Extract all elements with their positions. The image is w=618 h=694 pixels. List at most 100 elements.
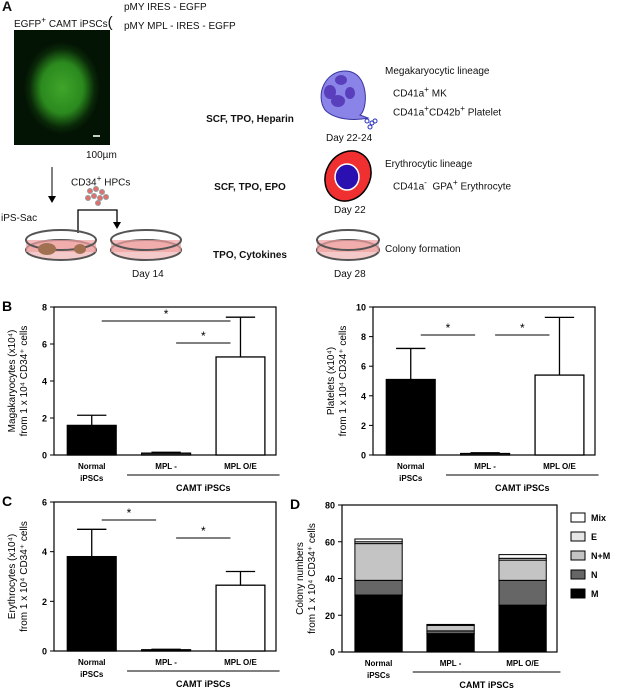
y-axis-label: Magakaryocytes (x10⁴): [7, 330, 18, 433]
x-tick-label: iPSCs: [80, 474, 104, 483]
legend-swatch: [570, 512, 586, 523]
arrowhead: [113, 222, 121, 229]
bar: [66, 424, 117, 456]
legend-label: E: [591, 532, 597, 542]
condition-label: SCF, TPO, EPO: [214, 182, 286, 193]
panel-label: C: [2, 493, 12, 509]
bar: [141, 649, 192, 652]
y-tick-label: 2: [361, 421, 366, 431]
x-tick-label: iPSCs: [399, 474, 423, 483]
condition-colony: TPO, Cytokines: [200, 246, 300, 265]
mk-line1: CD41a+ MK: [393, 84, 447, 99]
fluorescence-micrograph: [14, 30, 110, 145]
bar: [385, 378, 436, 456]
x-tick-label: iPSCs: [367, 671, 391, 680]
sup: +: [41, 14, 47, 25]
condition-label: SCF, TPO, Heparin: [206, 114, 294, 125]
x-tick-label: Normal: [365, 659, 393, 668]
y-tick-label: 4: [361, 391, 366, 401]
bar-segment-Mix: [498, 554, 547, 559]
vector-2: pMY MPL - IRES - EGFP: [124, 21, 236, 32]
x-tick-label: MPL O/E: [224, 658, 257, 667]
condition-mk: SCF, TPO, Heparin: [200, 110, 300, 129]
significance-star: *: [446, 321, 451, 335]
bar: [534, 374, 585, 456]
sup: +: [460, 103, 466, 113]
y-tick-label: 8: [42, 303, 47, 313]
t: CD41a: [393, 107, 425, 119]
y-axis-label: Erythrocytes (x10⁴): [7, 534, 18, 619]
bar: [66, 555, 117, 652]
y-tick-label: 6: [42, 498, 47, 508]
megakaryocyte-icon: [320, 70, 378, 130]
bar-segment-N+M: [498, 559, 547, 581]
bar: [215, 584, 266, 652]
y-tick-label: 0: [330, 648, 335, 658]
bar-segment-M: [498, 604, 547, 653]
significance-star: *: [201, 524, 206, 538]
hpcs-text: CD34: [71, 177, 97, 189]
y-tick-label: 6: [42, 340, 47, 350]
y-tick-label: 2: [42, 414, 47, 424]
bar-segment-E: [426, 623, 475, 626]
ery-line: CD41a- GPA+ Erythrocyte: [393, 177, 511, 192]
y-tick-label: 40: [325, 574, 335, 584]
t: Platelet: [465, 107, 502, 119]
mk-day: Day 22-24: [326, 133, 373, 144]
y-tick-label: 0: [361, 451, 366, 461]
bar-segment-N: [354, 579, 403, 596]
colony-label: Colony formation: [385, 244, 461, 255]
y-tick-label: 20: [325, 611, 335, 621]
x-tick-label: MPL O/E: [506, 659, 539, 668]
ery-title: Erythrocytic lineage: [385, 159, 473, 170]
bar: [215, 356, 266, 456]
x-tick-label: Normal: [397, 462, 425, 471]
t: Erythrocyte: [457, 181, 512, 193]
x-tick-label: MPL O/E: [224, 462, 257, 471]
x-tick-label: MPL -: [474, 462, 496, 471]
erythrocyte-icon: [324, 150, 372, 202]
significance-star: *: [520, 321, 525, 335]
cell-line-label: EGFP+ CAMT iPSCs(: [14, 14, 113, 31]
y-tick-label: 4: [42, 377, 47, 387]
legend-swatch: [570, 569, 586, 580]
x-tick-label: iPSCs: [80, 670, 104, 679]
transfer-arrow: [77, 209, 118, 233]
bar-segment-M: [426, 633, 475, 653]
legend-swatch: [570, 531, 586, 542]
y-tick-label: 10: [356, 303, 366, 313]
t: GPA: [426, 181, 453, 193]
bar-segment-Mix: [354, 538, 403, 543]
legend-label: M: [591, 589, 599, 599]
y-tick-label: 80: [325, 501, 335, 511]
y-tick-label: 60: [325, 537, 335, 547]
vector-1: pMY IRES - EGFP: [124, 2, 207, 13]
x-tick-label: Normal: [78, 658, 106, 667]
group-label: CAMT iPSCs: [495, 483, 550, 493]
mk-line2: CD41a+CD42b+ Platelet: [393, 103, 501, 118]
group-label: CAMT iPSCs: [459, 680, 514, 690]
sup: +: [96, 173, 102, 183]
bar-segment-M: [354, 594, 403, 653]
ery-day: Day 22: [334, 205, 366, 216]
y-tick-label: 4: [42, 547, 47, 557]
bar-segment-N+M: [426, 624, 475, 632]
y-tick-label: 8: [361, 332, 366, 342]
y-axis-label: Colony numbers: [295, 542, 306, 615]
bar: [141, 452, 192, 456]
cell-line-text: EGFP: [14, 19, 42, 30]
legend-swatch: [570, 550, 586, 561]
ips-sac-label: iPS-Sac: [1, 213, 38, 224]
panel-label: B: [2, 298, 12, 314]
sup: +: [424, 103, 430, 113]
y-axis-label: from 1 x 10⁴ CD34⁺ cells: [19, 521, 30, 632]
panel-label: D: [290, 496, 300, 512]
legend-label: N+M: [591, 551, 610, 561]
panel-label-a: A: [2, 0, 13, 14]
x-tick-label: MPL O/E: [543, 462, 576, 471]
dish-ips-sac-icon: [25, 229, 97, 261]
y-axis-label: from 1 x 10⁴ CD34⁺ cells: [307, 523, 318, 634]
dish-day14-icon: [110, 229, 182, 261]
arrowhead: [48, 196, 56, 203]
